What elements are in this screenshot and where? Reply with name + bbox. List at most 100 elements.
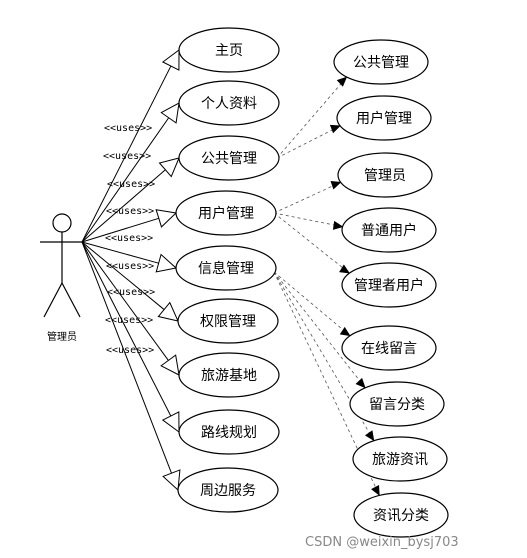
use-case-tourism-base[interactable]: 旅游基地	[178, 352, 280, 398]
use-case-online-message[interactable]: 在线留言	[341, 325, 437, 371]
uses-label: <<uses>>	[107, 287, 155, 298]
use-case-label: 周边服务	[200, 483, 256, 499]
dependency-arrowhead-online-message	[339, 326, 351, 337]
actor-figure: 管理员	[40, 213, 84, 343]
association-line-profile	[81, 117, 170, 243]
use-case-message-category[interactable]: 留言分类	[349, 381, 445, 427]
association-line-info-mgmt	[81, 241, 159, 264]
use-case-label: 资讯分类	[373, 508, 429, 524]
use-case-ellipse	[353, 492, 449, 538]
use-case-route-planning[interactable]: 路线规划	[178, 409, 280, 455]
use-case-ellipse	[352, 436, 448, 482]
use-case-user-mgmt[interactable]: 用户管理	[175, 190, 277, 236]
use-case-ellipse	[333, 39, 429, 85]
uses-label: <<uses>>	[106, 345, 154, 356]
arrowhead-info-mgmt	[155, 253, 178, 273]
dependency-arrowhead-public-mgmt-sub	[336, 76, 348, 87]
association-lines	[81, 49, 181, 492]
arrowhead-tourism-base	[160, 354, 180, 376]
use-case-ellipse	[178, 27, 280, 73]
use-case-manager-user[interactable]: 管理者用户	[341, 262, 437, 308]
arrowhead-user-mgmt	[155, 209, 178, 228]
dependency-line-normal-user	[273, 212, 344, 228]
use-case-news-category[interactable]: 资讯分类	[353, 492, 449, 538]
association-line-user-mgmt	[81, 217, 159, 243]
dependency-arrowhead-message-category	[355, 377, 366, 389]
use-case-info-mgmt[interactable]: 信息管理	[175, 245, 277, 291]
actor-label: 管理员	[47, 330, 77, 343]
arrowhead-nearby-services	[162, 469, 181, 492]
uses-label: <<uses>>	[103, 151, 151, 162]
uses-labels: <<uses>> <<uses>> <<uses>> <<uses>> <<uses>>…	[103, 123, 155, 356]
use-case-public-mgmt-sub[interactable]: 公共管理	[333, 39, 429, 85]
use-case-profile[interactable]: 个人资料	[178, 80, 280, 126]
use-case-label: 在线留言	[361, 341, 417, 357]
use-case-label: 旅游资讯	[372, 452, 428, 468]
use-case-label: 公共管理	[201, 151, 257, 167]
uses-label: <<uses>>	[106, 261, 154, 272]
dependency-line-online-message	[273, 271, 351, 337]
use-case-ellipse	[178, 409, 280, 455]
arrowhead-public-mgmt	[158, 157, 180, 178]
dependency-arrowhead-news-category	[371, 484, 380, 496]
use-case-ellipse	[178, 80, 280, 126]
dependency-arrowhead-normal-user	[332, 220, 344, 230]
arrowhead-home	[161, 49, 180, 71]
use-case-label: 管理员	[364, 168, 406, 184]
arrowhead-route-planning	[161, 411, 180, 433]
use-case-label: 用户管理	[198, 205, 254, 222]
use-case-label: 用户管理	[356, 110, 412, 127]
actor-left-leg	[43, 282, 63, 318]
use-case-ellipse	[178, 135, 280, 181]
association-line-nearby-services	[81, 241, 172, 474]
watermark-text: CSDN @weixin_bysj703	[305, 535, 459, 550]
uses-label: <<uses>>	[105, 315, 153, 326]
use-case-public-mgmt[interactable]: 公共管理	[178, 135, 280, 181]
use-case-label: 管理者用户	[354, 277, 424, 294]
dependency-arrowhead-manager-user	[339, 264, 350, 274]
use-case-label: 旅游基地	[201, 367, 257, 384]
uses-label: <<uses>>	[106, 206, 154, 217]
use-case-ellipse	[337, 152, 433, 198]
use-case-ellipse	[175, 245, 277, 291]
use-case-ellipse	[177, 298, 279, 344]
use-case-admin[interactable]: 管理员	[337, 152, 433, 198]
use-case-ellipse	[178, 352, 280, 398]
use-case-ellipse	[336, 95, 432, 141]
use-case-tourism-news[interactable]: 旅游资讯	[352, 436, 448, 482]
actor-right-leg	[61, 282, 81, 318]
use-case-label: 个人资料	[201, 96, 257, 112]
uses-label: <<uses>>	[104, 123, 152, 134]
dependency-arrowhead-user-mgmt-sub	[329, 124, 341, 134]
use-case-user-mgmt-sub[interactable]: 用户管理	[336, 95, 432, 141]
use-case-label: 权限管理	[200, 314, 256, 330]
use-case-home[interactable]: 主页	[178, 27, 280, 73]
uses-label: <<uses>>	[107, 179, 155, 190]
use-case-label: 主页	[215, 43, 243, 59]
association-line-home	[81, 65, 172, 243]
use-case-ellipse	[341, 325, 437, 371]
use-case-ellipse	[175, 190, 277, 236]
dependency-line-manager-user	[273, 212, 351, 274]
use-case-ellipse	[349, 381, 445, 427]
dependency-arrowhead-tourism-news	[364, 430, 375, 442]
actor-head	[52, 213, 72, 233]
dependency-line-admin	[273, 181, 342, 214]
arrowhead-permission-mgmt	[157, 301, 179, 322]
use-case-normal-user[interactable]: 普通用户	[341, 207, 437, 253]
dependency-line-message-category	[273, 271, 366, 389]
use-case-ellipse	[341, 262, 437, 308]
use-case-ellipse	[177, 467, 279, 513]
association-line-permission-mgmt	[81, 241, 165, 310]
dependency-arrowhead-admin	[330, 180, 342, 190]
use-case-label: 留言分类	[369, 397, 425, 413]
use-case-label: 路线规划	[201, 425, 257, 441]
dependency-line-user-mgmt-sub	[276, 125, 342, 159]
use-case-nearby-services[interactable]: 周边服务	[177, 467, 279, 513]
arrowhead-profile	[160, 102, 180, 124]
use-case-ellipse	[341, 207, 437, 253]
use-case-permission-mgmt[interactable]: 权限管理	[177, 298, 279, 344]
